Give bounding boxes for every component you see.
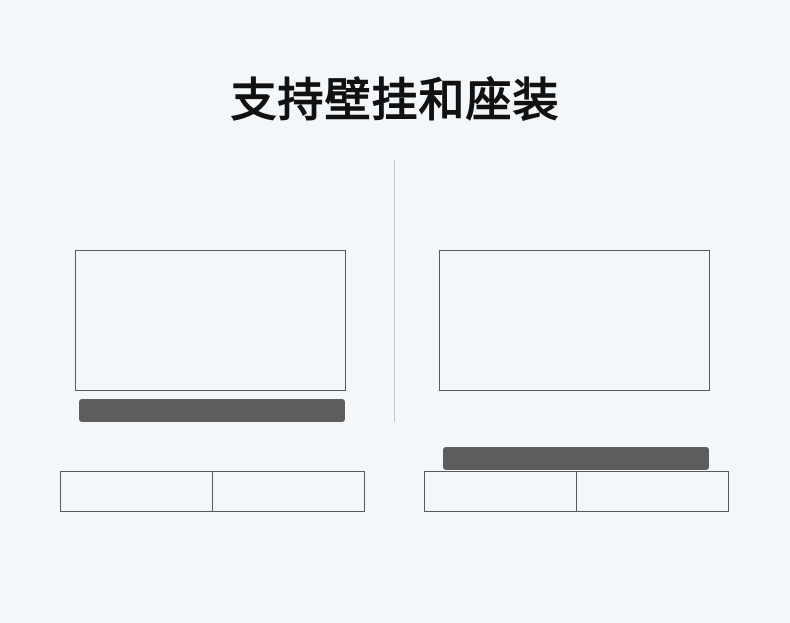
page-title: 支持壁挂和座装 bbox=[230, 73, 560, 127]
cabinet-door-left bbox=[61, 472, 212, 511]
center-divider bbox=[394, 160, 395, 422]
cabinet-door-left bbox=[425, 472, 576, 511]
cabinet-door-right bbox=[212, 472, 364, 511]
wall-mount-soundbar bbox=[79, 399, 345, 422]
wall-mount-tv-outline bbox=[75, 250, 346, 391]
cabinet-door-right bbox=[576, 472, 728, 511]
wall-mount-tv-cabinet bbox=[60, 471, 365, 512]
tabletop-tv-outline bbox=[439, 250, 710, 391]
tabletop-tv-cabinet bbox=[424, 471, 729, 512]
tabletop-soundbar bbox=[443, 447, 709, 470]
